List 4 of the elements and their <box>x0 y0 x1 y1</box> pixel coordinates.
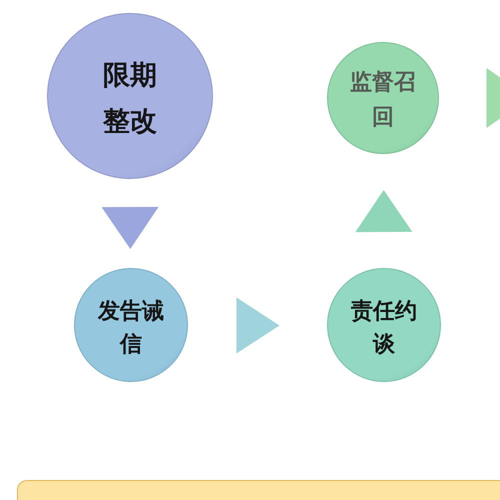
step-label: 发告诫信 <box>96 298 165 359</box>
step-label: 限期整改 <box>102 59 158 139</box>
step-label: 监督召回 <box>349 68 417 132</box>
step-label: 责任约谈 <box>350 298 418 359</box>
